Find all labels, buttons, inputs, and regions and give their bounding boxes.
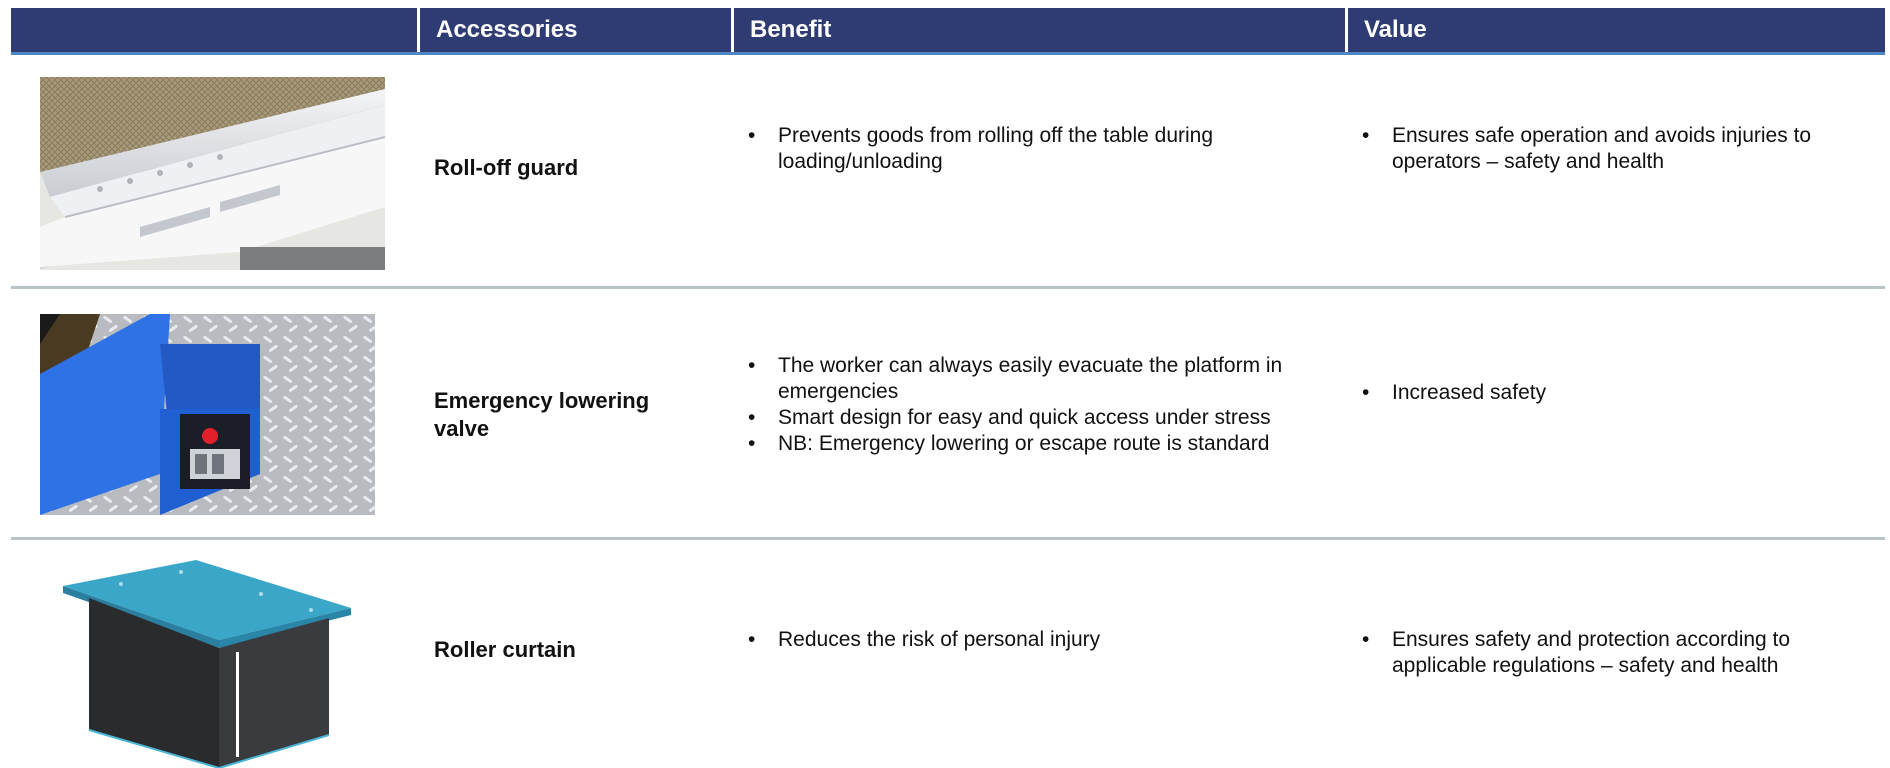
value-item: • Ensures safety and protection according… <box>1362 627 1862 679</box>
accessory-name: Emergency lowering valve <box>434 388 650 441</box>
benefit-text: Prevents goods from rolling off the tabl… <box>778 124 1214 173</box>
table-row: Roll-off guard • Prevents goods from roll… <box>11 55 1885 289</box>
value-list: • Increased safety <box>1362 380 1862 406</box>
roll-off-guard-photo <box>40 77 385 270</box>
header-separator <box>1345 8 1348 52</box>
table-row: Roller curtain • Reduces the risk of pers… <box>11 540 1885 768</box>
bullet-icon: • <box>748 432 756 455</box>
table-row: Emergency lowering valve • The worker can… <box>11 289 1885 540</box>
value-item: • Ensures safe operation and avoids injur… <box>1362 123 1862 175</box>
benefit-item: • Reduces the risk of personal injury <box>748 627 1308 653</box>
header-value: Value <box>1364 16 1427 43</box>
bullet-icon: • <box>748 354 756 377</box>
value-item: • Increased safety <box>1362 380 1862 406</box>
header-separator <box>417 8 420 52</box>
accessory-name: Roll-off guard <box>434 155 579 180</box>
value-text: Increased safety <box>1392 381 1547 404</box>
benefit-text: Smart design for easy and quick access u… <box>778 406 1271 429</box>
benefit-item: • NB: Emergency lowering or escape route … <box>748 431 1328 457</box>
value-list: • Ensures safety and protection according… <box>1362 627 1862 679</box>
benefit-text: NB: Emergency lowering or escape route i… <box>778 432 1270 455</box>
benefit-item: • The worker can always easily evacuate t… <box>748 353 1328 405</box>
row-separator <box>11 537 1885 540</box>
bullet-icon: • <box>1362 381 1370 404</box>
value-text: Ensures safe operation and avoids injuri… <box>1392 124 1812 173</box>
bullet-icon: • <box>748 406 756 429</box>
benefit-text: The worker can always easily evacuate th… <box>778 354 1283 403</box>
benefit-text: Reduces the risk of personal injury <box>778 628 1101 651</box>
bullet-icon: • <box>748 124 756 147</box>
benefit-list: • Prevents goods from rolling off the tab… <box>748 123 1308 175</box>
bullet-icon: • <box>748 628 756 651</box>
roller-curtain-illustration <box>61 560 351 768</box>
accessory-name: Roller curtain <box>434 637 576 662</box>
header-accessories: Accessories <box>436 16 578 43</box>
benefit-list: • Reduces the risk of personal injury <box>748 627 1308 653</box>
benefit-item: • Prevents goods from rolling off the tab… <box>748 123 1308 175</box>
value-list: • Ensures safe operation and avoids injur… <box>1362 123 1862 175</box>
header-image-column <box>11 8 417 52</box>
bullet-icon: • <box>1362 628 1370 651</box>
accessories-table: Accessories Benefit Value <box>11 8 1885 768</box>
emergency-lowering-valve-photo <box>40 314 375 515</box>
benefit-item: • Smart design for easy and quick access … <box>748 405 1328 431</box>
benefit-list: • The worker can always easily evacuate t… <box>748 353 1328 457</box>
table-header: Accessories Benefit Value <box>11 8 1885 55</box>
value-text: Ensures safety and protection according … <box>1392 628 1791 677</box>
header-separator <box>731 8 734 52</box>
header-benefit: Benefit <box>750 16 832 43</box>
bullet-icon: • <box>1362 124 1370 147</box>
row-separator <box>11 286 1885 289</box>
